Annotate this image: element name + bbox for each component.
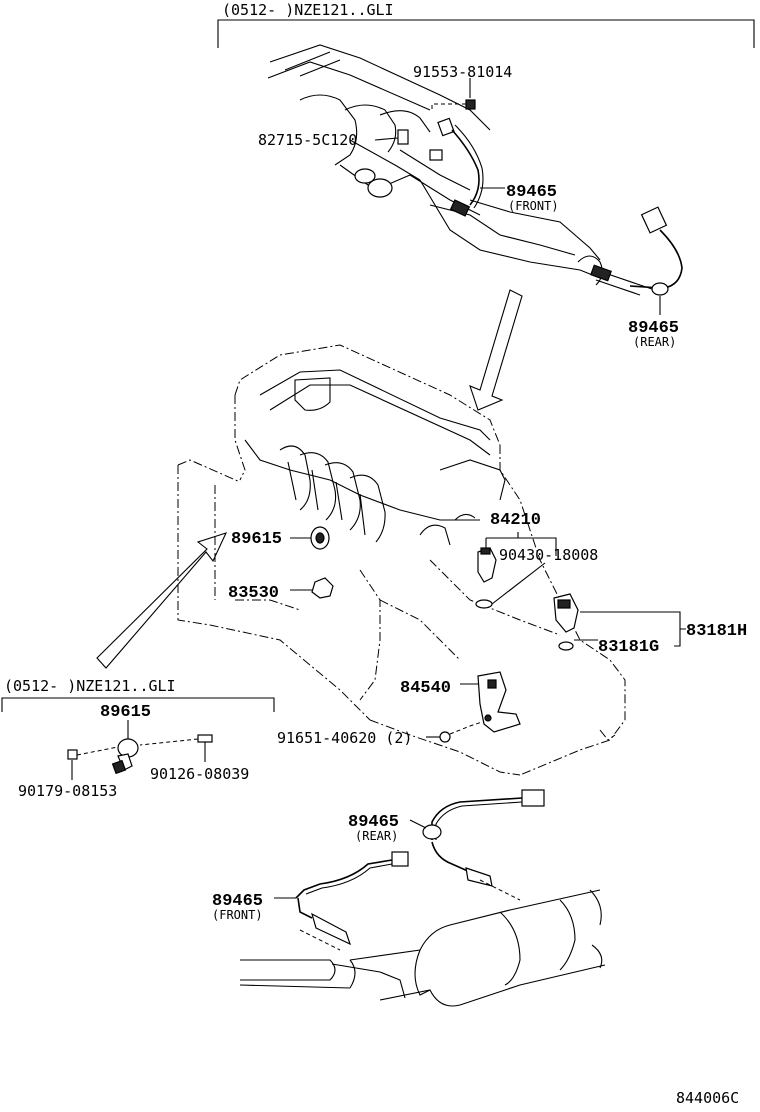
label-injector-group: 84210 xyxy=(490,511,541,530)
label-rear-top: 89465 xyxy=(628,319,679,338)
leader-clamp xyxy=(374,137,399,141)
nut-vsv xyxy=(439,721,483,743)
bottom-front-sensor xyxy=(295,851,409,946)
exhaust-manifold-illustration xyxy=(267,44,656,296)
label-front-top-note: (FRONT) xyxy=(508,199,559,213)
o2-sensor-front-top xyxy=(437,117,484,217)
leader-rear-bottom xyxy=(409,819,427,829)
label-inset-stud: 90126-08039 xyxy=(150,765,249,783)
top-section-bracket xyxy=(217,19,755,48)
label-rear-bottom-note: (REAR) xyxy=(355,829,398,843)
label-front-bottom: 89465 xyxy=(212,892,263,911)
label-gasket: 90430-18008 xyxy=(499,546,598,564)
label-temp-group: 83181H xyxy=(686,622,747,641)
injector-part xyxy=(475,547,497,609)
label-knock: 89615 xyxy=(231,530,282,549)
label-front-bottom-note: (FRONT) xyxy=(212,908,263,922)
label-bolt-top: 91553-81014 xyxy=(413,63,512,81)
label-nut: 91651-40620 (2) xyxy=(277,729,412,747)
bracket-83181 xyxy=(580,611,686,647)
label-temp-sender: 83181G xyxy=(598,638,659,657)
top-applicability-text: (0512- )NZE121..GLI xyxy=(222,1,394,19)
label-rear-bottom: 89465 xyxy=(348,813,399,832)
figure-code: 844006C xyxy=(676,1089,739,1107)
engine-block-illustration xyxy=(177,344,626,776)
arrow-to-knock-sensor xyxy=(96,532,228,669)
bolt-top xyxy=(431,99,476,112)
label-inset-knock: 89615 xyxy=(100,703,151,722)
inset-nut xyxy=(67,746,119,760)
label-front-top: 89465 xyxy=(506,183,557,202)
inset-stud xyxy=(139,734,213,746)
inset-knock-sensor xyxy=(111,738,139,775)
leader-gasket xyxy=(491,562,546,605)
temp-sender-part xyxy=(553,593,579,651)
inset-bracket xyxy=(1,697,275,712)
bracket-84210 xyxy=(486,532,557,556)
oil-pressure-switch xyxy=(311,577,334,599)
label-oil: 83530 xyxy=(228,584,279,603)
label-inset-nut: 90179-08153 xyxy=(18,782,117,800)
inset-applicability-text: (0512- )NZE121..GLI xyxy=(4,677,176,695)
label-vsv: 84540 xyxy=(400,679,451,698)
bottom-rear-sensor xyxy=(422,789,545,887)
label-clamp: 82715-5C120 xyxy=(258,131,357,149)
vsv-part xyxy=(477,671,521,733)
o2-sensor-rear-top xyxy=(590,206,683,296)
arrow-to-exhaust xyxy=(469,289,523,411)
label-rear-top-note: (REAR) xyxy=(633,335,676,349)
exhaust-pipe-bottom xyxy=(239,879,606,1007)
knock-sensor-on-block xyxy=(310,526,330,550)
clamp-part xyxy=(397,129,443,161)
